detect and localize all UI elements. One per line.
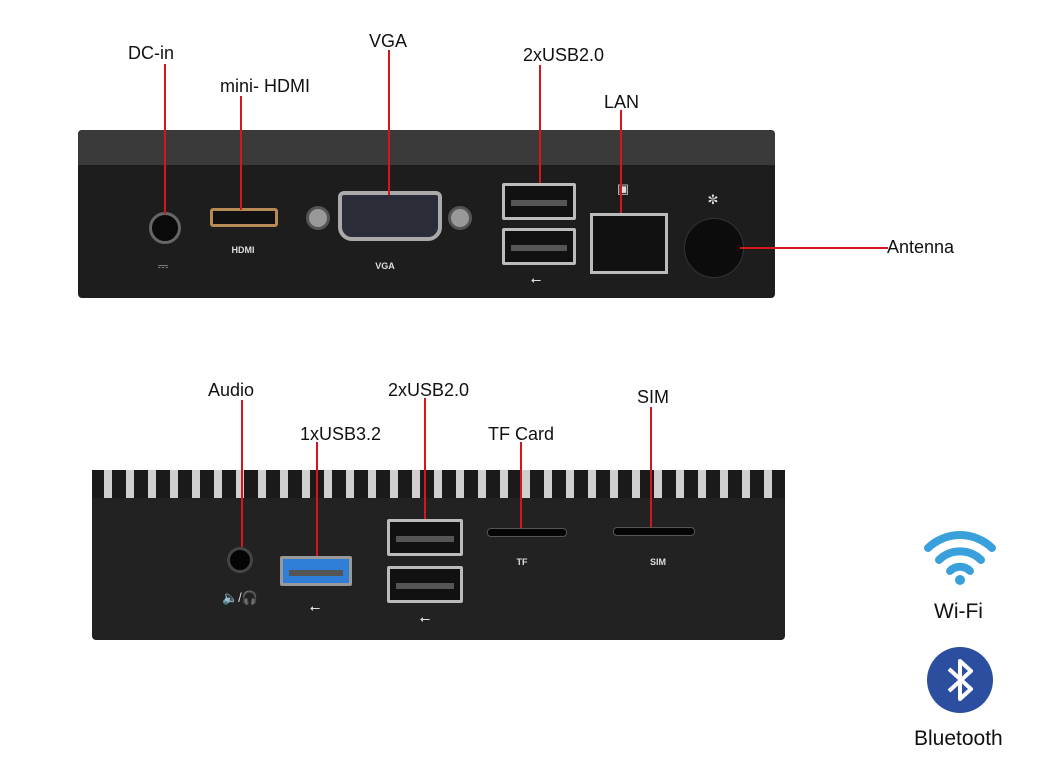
audio-headphone-icon: 🔈/🎧 <box>222 590 258 605</box>
fin-gap <box>764 470 772 498</box>
callout-usb2-rear <box>424 398 426 519</box>
fin-gap <box>698 470 706 498</box>
fin-gap <box>478 470 486 498</box>
label-lan: LAN <box>604 92 640 112</box>
audio-jack <box>227 547 253 573</box>
callout-audio <box>241 400 243 547</box>
callout-usb2-front <box>539 65 541 183</box>
fin-gap <box>676 470 684 498</box>
label-usb3: 1xUSB3.2 <box>300 424 382 444</box>
usb-symbol-icon: ⭠ <box>419 611 431 626</box>
tf-print: TF <box>516 557 528 567</box>
fin-gap <box>434 470 442 498</box>
fin-gap <box>544 470 552 498</box>
antenna-symbol-icon: ✼ <box>707 192 719 207</box>
callout-dc-in <box>164 64 166 214</box>
usb2-port-bottom <box>387 566 463 603</box>
fin-gap <box>500 470 508 498</box>
sim-print: SIM <box>649 557 667 567</box>
callout-antenna <box>740 247 888 249</box>
sim-slot <box>613 527 695 536</box>
fin-gap <box>390 470 398 498</box>
fin-gap <box>258 470 266 498</box>
rear-panel-device <box>92 470 785 640</box>
label-audio: Audio <box>208 380 255 400</box>
fin-gap <box>654 470 662 498</box>
lan-symbol-icon: ▣ <box>616 181 630 196</box>
callout-usb3 <box>316 442 318 556</box>
antenna-connector <box>684 218 744 278</box>
label-usb2-rear: 2xUSB2.0 <box>388 380 470 400</box>
fin-gap <box>368 470 376 498</box>
fin-gap <box>148 470 156 498</box>
fin-gap <box>522 470 530 498</box>
fin-gap <box>280 470 288 498</box>
label-dc-in: DC-in <box>128 43 175 63</box>
vga-screw-right <box>448 206 472 230</box>
fin-gap <box>720 470 728 498</box>
dc-symbol-icon: ⎓ <box>157 258 169 273</box>
device-top-edge <box>78 130 775 165</box>
usb2-port-top <box>502 183 576 220</box>
fin-gap <box>302 470 310 498</box>
fin-gap <box>214 470 222 498</box>
fin-gap <box>588 470 596 498</box>
label-sim: SIM <box>637 387 670 407</box>
fin-gap <box>456 470 464 498</box>
fin-gap <box>346 470 354 498</box>
usb3-port <box>280 556 352 586</box>
callout-mini-hdmi <box>240 96 242 210</box>
callout-lan <box>620 110 622 213</box>
fin-gap <box>236 470 244 498</box>
callout-vga <box>388 50 390 195</box>
fin-gap <box>412 470 420 498</box>
label-mini-hdmi: mini- HDMI <box>220 76 310 96</box>
callout-tf-card <box>520 442 522 528</box>
label-vga: VGA <box>369 31 408 51</box>
tf-card-slot <box>487 528 567 537</box>
vga-screw-left <box>306 206 330 230</box>
bluetooth-icon <box>927 647 993 713</box>
label-antenna: Antenna <box>887 237 955 257</box>
lan-port <box>590 213 668 274</box>
fin-gap <box>742 470 750 498</box>
vga-print: VGA <box>375 261 395 271</box>
usb2-port-top <box>387 519 463 556</box>
fin-gap <box>126 470 134 498</box>
fin-gap <box>632 470 640 498</box>
fin-gap <box>192 470 200 498</box>
label-tf-card: TF Card <box>488 424 555 444</box>
wifi-icon <box>924 531 996 585</box>
vga-port <box>338 191 442 241</box>
label-wifi: Wi-Fi <box>934 600 983 623</box>
dc-jack <box>149 212 181 244</box>
label-usb2-front: 2xUSB2.0 <box>523 45 605 65</box>
usb-symbol-icon: ⭠ <box>530 272 542 287</box>
fin-gap <box>566 470 574 498</box>
fin-gap <box>170 470 178 498</box>
hdmi-print: HDMI <box>231 245 255 255</box>
cooling-fins <box>92 470 785 498</box>
label-bluetooth: Bluetooth <box>914 727 1003 750</box>
fin-gap <box>104 470 112 498</box>
usb2-port-bottom <box>502 228 576 265</box>
fin-gap <box>610 470 618 498</box>
usb-symbol-icon: ⭠ <box>309 600 321 615</box>
callout-sim <box>650 407 652 527</box>
hdmi-port <box>210 208 278 227</box>
fin-gap <box>324 470 332 498</box>
